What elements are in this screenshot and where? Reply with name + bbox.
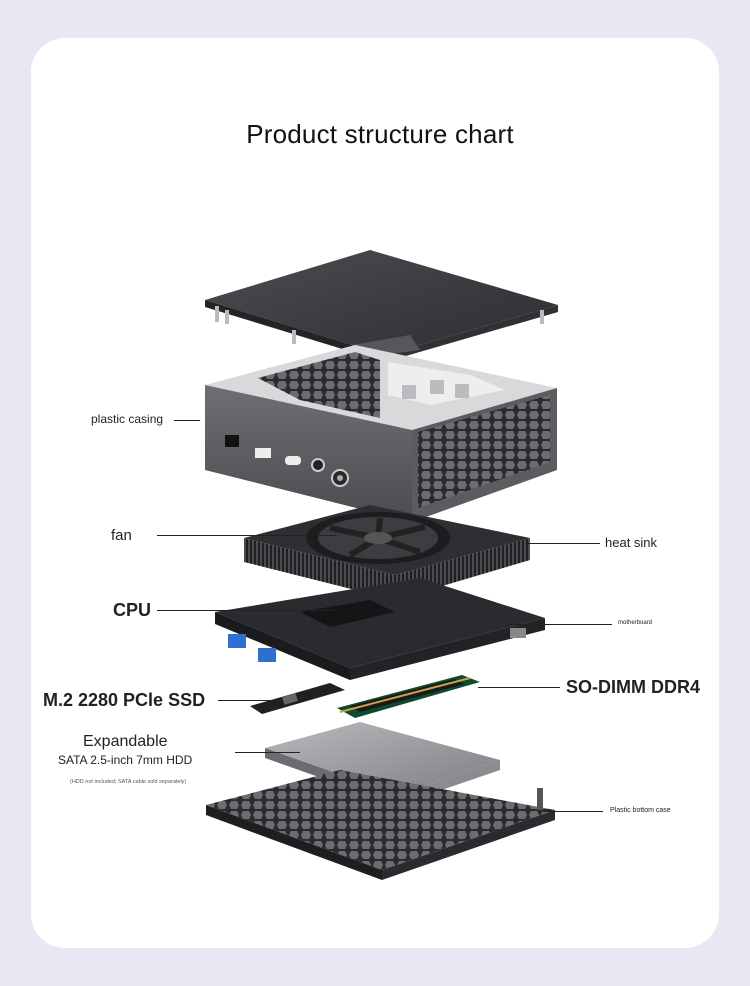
leader-plastic-casing	[174, 420, 200, 422]
label-hdd-title: Expandable	[83, 733, 168, 750]
leader-hdd	[235, 752, 300, 754]
motherboard-board	[215, 578, 545, 680]
leader-ram	[478, 687, 560, 689]
page-title: Product structure chart	[246, 119, 514, 149]
label-hdd-spec: SATA 2.5-inch 7mm HDD	[58, 753, 193, 767]
casing-body	[205, 345, 557, 522]
leader-bottom-case	[543, 811, 603, 813]
label-ram: SO-DIMM DDR4	[566, 677, 700, 697]
label-motherboard: motherboard	[618, 620, 653, 626]
leader-ssd	[218, 700, 280, 702]
ram-module	[337, 675, 480, 718]
leader-cpu	[157, 610, 335, 612]
label-heat-sink: heat sink	[605, 535, 658, 550]
leader-fan	[157, 535, 337, 537]
leader-motherboard	[508, 624, 612, 626]
bottom-case	[206, 770, 555, 880]
top-lid	[205, 250, 558, 362]
label-cpu: CPU	[113, 600, 152, 620]
label-hdd-note: (HDD not included; SATA cable sold separ…	[70, 779, 187, 785]
fan-heatsink	[244, 505, 530, 600]
leader-heat-sink	[528, 543, 600, 545]
label-bottom-case: Plastic bottom case	[610, 807, 671, 814]
label-fan: fan	[111, 527, 132, 544]
label-plastic-casing: plastic casing	[91, 412, 164, 426]
label-ssd: M.2 2280 PCle SSD	[43, 690, 206, 710]
ssd-module	[250, 683, 345, 714]
